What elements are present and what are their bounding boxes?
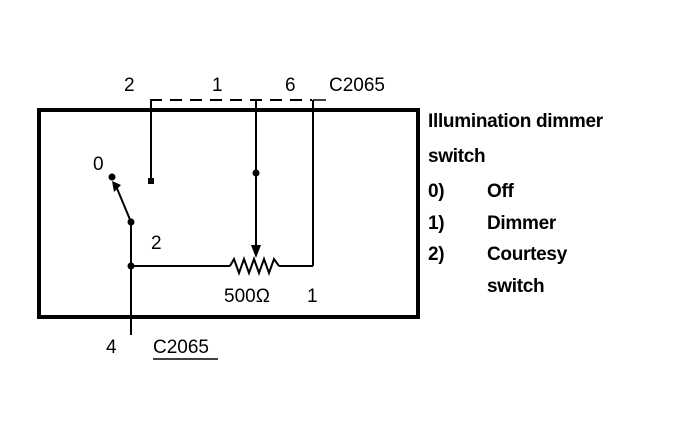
legend-item-0-text: Off: [487, 181, 515, 202]
switch-contact-2: [148, 178, 154, 184]
junction-common: [127, 262, 135, 270]
legend-item-1-code: 1): [428, 213, 444, 234]
resistor-500-ohm: [229, 256, 280, 276]
pin-label-2: 2: [124, 75, 135, 96]
switch-position-0-label: 0: [93, 154, 104, 175]
junction-pin1: [252, 169, 260, 177]
pin-label-1: 1: [212, 75, 223, 96]
switch-body: [37, 108, 420, 319]
legend-item-1-text: Dimmer: [487, 213, 557, 234]
switch-blade: [115, 185, 132, 223]
resistor-value-label: 500Ω: [224, 286, 270, 307]
legend-title-line2: switch: [428, 146, 485, 167]
switch-blade-arrow: [112, 181, 121, 192]
connector-bottom-name: C2065: [153, 337, 209, 358]
legend-item-0-code: 0): [428, 181, 444, 202]
switch-contact-0: [108, 173, 116, 181]
legend-item-2-code: 2): [428, 244, 444, 265]
pin-label-4: 4: [106, 337, 117, 358]
wiper-arrow: [251, 245, 261, 258]
legend-title-line1: Illumination dimmer: [428, 111, 604, 132]
resistor-terminal-label: 1: [307, 286, 318, 307]
connector-top-name: C2065: [329, 75, 385, 96]
pin-label-6: 6: [285, 75, 296, 96]
legend-item-2-text-cont: switch: [487, 276, 544, 297]
switch-position-2-label: 2: [151, 233, 162, 254]
legend-item-2-text: Courtesy: [487, 244, 568, 265]
